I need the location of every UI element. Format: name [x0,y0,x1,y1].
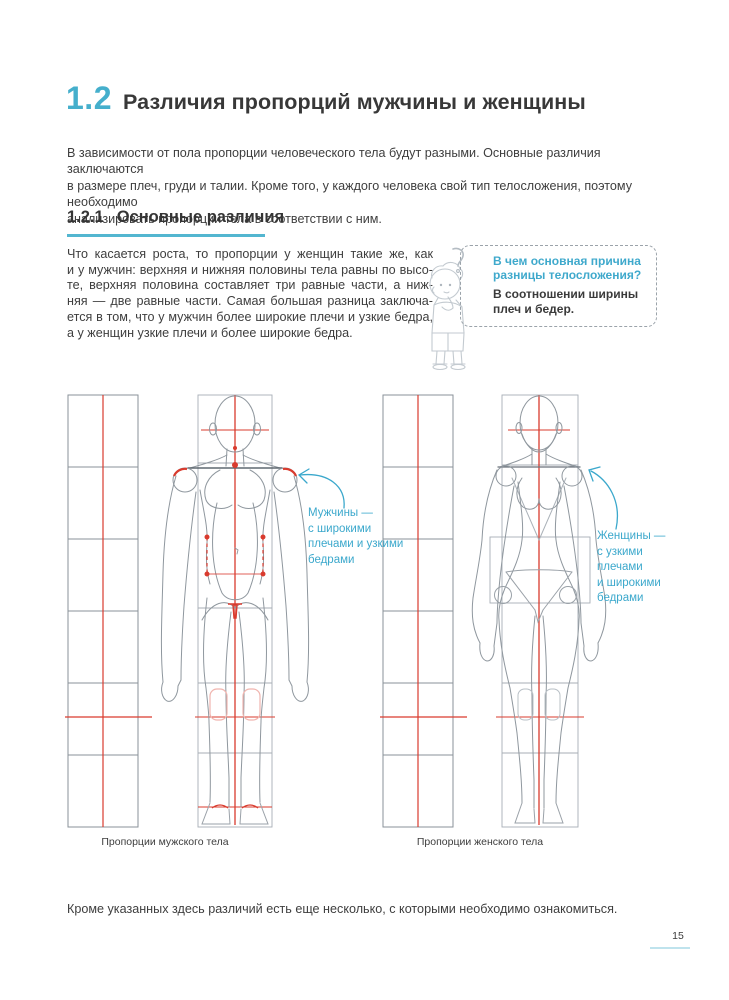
female-unit-grid [380,394,467,828]
closing-note: Кроме указанных здесь различий есть еще … [67,902,618,916]
male-annotation: Мужчины — с широкими плечами и узкими бе… [308,506,403,568]
male-red-accents [172,446,298,809]
page-number: 15 [672,930,684,942]
female-proportions-diagram [380,394,607,828]
female-figure-caption: Пропорции женского тела [416,836,544,848]
female-annotation-line: плечами [597,561,643,573]
intro-line: в размере плеч, груди и талии. Кроме тог… [67,178,633,210]
male-unit-grid [65,394,152,828]
male-annotation-line: с широкими [308,522,372,535]
callout-box: В чем основная причина разницы телосложе… [460,245,657,327]
section-title: Различия пропорций мужчины и женщины [122,90,586,114]
female-body-sketch [471,395,607,824]
female-annotation-line: и широкими [597,576,661,589]
callout-answer: В соотношении ширины плеч и бедер. [493,287,648,315]
callout-answer-line: В соотношении ширины [493,287,639,302]
female-annotation-line: с узкими [597,545,643,558]
female-annotation: Женщины — с узкими плечами и широкими бе… [597,529,665,607]
male-construction-lines [195,395,275,825]
female-annotation-line: Женщины — [597,530,666,542]
subsection-number: 1.2.1 [67,208,104,226]
subsection-underline [67,234,265,237]
callout-question-line: В чем основная причина [493,254,641,268]
body-paragraph: Что касается роста, то пропорции у женщи… [67,247,433,341]
body-line: те, верхняя половина составляет три равн… [67,278,433,293]
male-annotation-line: Мужчины — [308,507,373,519]
section-heading: 1.2 Различия пропорций мужчины и женщины [66,80,586,117]
female-construction-lines [496,395,584,825]
callout-question-line: разницы телосложения? [493,268,642,283]
male-annotation-line: бедрами [308,553,355,566]
subsection-title: Основные различия [116,208,285,226]
callout-answer-line: плеч и бедер. [493,301,575,316]
intro-paragraph: В зависимости от пола пропорции человече… [67,145,662,227]
male-figure-caption: Пропорции мужского тела [101,836,229,848]
intro-line: В зависимости от пола пропорции человече… [67,146,601,177]
body-line: а у женщин узкие плечи и более широкие б… [67,325,353,340]
female-figure-grid [489,394,591,828]
page-number-underline [650,947,690,949]
body-line: ется в том, что у мужчин более широкие п… [67,309,433,324]
male-knee-marks [209,688,261,721]
male-proportions-diagram [65,394,310,828]
subsection-heading: 1.2.1 Основные различия [67,208,284,227]
male-annotation-line: плечами и узкими [308,538,404,550]
body-line: няя — две равные части. Самая большая ра… [67,294,433,309]
section-number: 1.2 [66,80,112,116]
female-annotation-line: бедрами [597,592,644,604]
body-line: Что касается роста, то пропорции у женщи… [67,247,433,261]
callout-question: В чем основная причина разницы телосложе… [493,254,648,282]
body-line: и у мужчин: верхняя и нижняя половины те… [67,262,433,277]
male-annotation-arrow-icon [297,468,345,509]
female-annotation-arrow-icon [588,466,618,530]
intro-line: анализировать пропорции тела в соответст… [67,211,382,226]
